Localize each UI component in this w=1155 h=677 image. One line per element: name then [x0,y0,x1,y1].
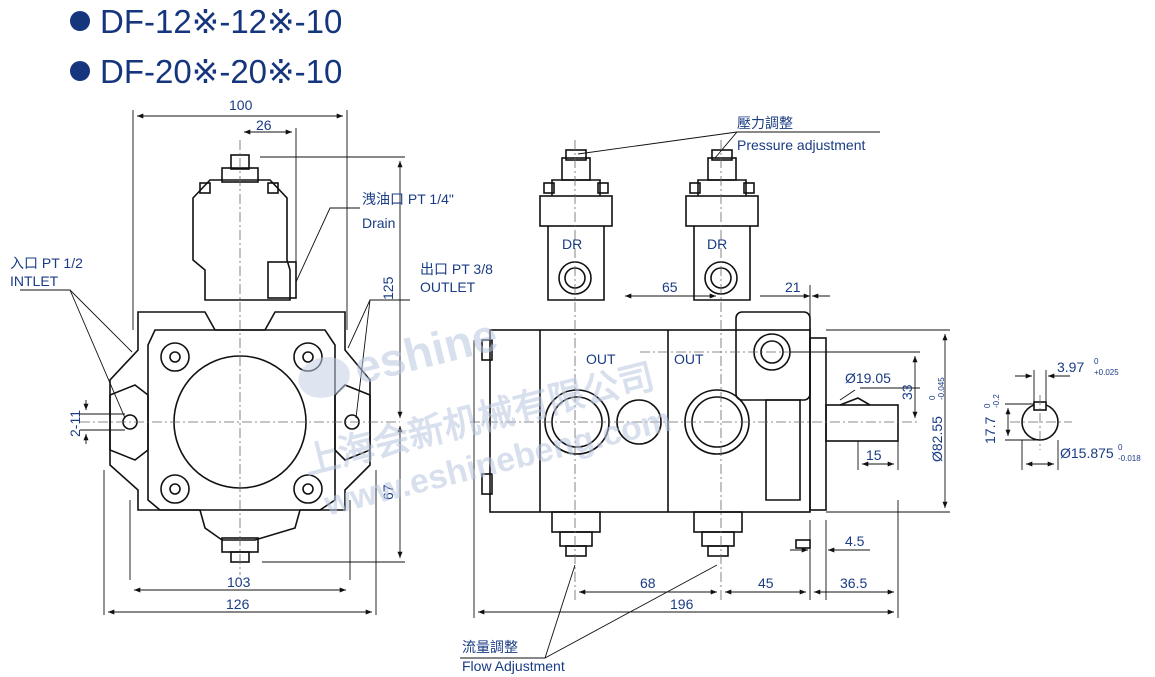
dim-15: 15 [866,447,882,463]
drain-label-cn: 洩油口 PT 1/4" [362,191,454,207]
bullet-icon [70,11,90,32]
model-title-1: DF-12※-12※-10 [70,2,342,41]
dim-3-97-tol-top: 0 [1094,357,1099,366]
dim-17-7-tol-top: 0 [983,403,992,408]
drain-label-en: Drain [362,215,395,231]
bullet-icon [70,61,90,82]
dim-19-05: Ø19.05 [845,370,891,386]
out-label-2: OUT [674,351,704,367]
flow-label-en: Flow Adjustment [462,658,565,674]
dim-82-tol-bot: -0.045 [937,377,946,400]
watermark: eshine 上海会新机械有限公司 www.eshinebeng.com [298,308,675,524]
dim-82-55: Ø82.55 [929,416,945,462]
dr-label-2: DR [707,236,727,252]
dim-4-5: 4.5 [845,533,865,549]
dim-15-875: Ø15.875 [1060,445,1114,461]
watermark-logo-icon [298,357,350,398]
front-dimensions [20,110,410,615]
dim-45: 45 [758,575,774,591]
dim-67: 67 [380,484,396,500]
dim-21: 21 [785,279,801,295]
dim-15-875-tol-top: 0 [1118,443,1123,452]
dim-126: 126 [226,596,250,612]
outlet-label-cn: 出口 PT 3/8 [420,261,493,277]
dim-125: 125 [380,276,396,300]
inlet-label-cn: 入口 PT 1/2 [10,255,83,271]
outlet-label-en: OUTLET [420,279,476,295]
out-label-1: OUT [586,351,616,367]
inlet-label-en: INTLET [10,273,59,289]
dim-103: 103 [227,574,251,590]
dim-33: 33 [899,384,915,400]
watermark-brand: eshine [349,308,503,394]
dim-17-7: 17.7 [982,417,998,444]
dim-36-5: 36.5 [840,575,867,591]
dim-26: 26 [256,117,272,133]
dim-17-7-tol-bot: -0.2 [992,394,1001,408]
pressure-label-cn: 壓力調整 [737,115,793,131]
dim-100: 100 [229,97,253,113]
model-title-1-text: DF-12※-12※-10 [100,3,343,40]
pressure-label-en: Pressure adjustment [737,137,866,153]
side-dimensions [460,131,950,659]
dim-3-97: 3.97 [1057,359,1084,375]
shaft-centerlines [1010,395,1072,450]
dr-label-1: DR [562,236,582,252]
dim-82-tol-top: 0 [928,395,937,400]
dim-2-11: 2-11 [67,410,83,437]
model-title-2: DF-20※-20※-10 [70,52,342,91]
dim-65: 65 [662,279,678,295]
dim-3-97-tol-bot: +0.025 [1094,368,1119,377]
model-title-2-text: DF-20※-20※-10 [100,53,343,90]
dim-196: 196 [670,596,694,612]
dim-15-875-tol-bot: -0.018 [1118,454,1141,463]
shaft-dimensions [1005,370,1070,470]
dim-68: 68 [640,575,656,591]
front-centerlines [80,140,400,575]
flow-label-cn: 流量調整 [462,639,518,655]
